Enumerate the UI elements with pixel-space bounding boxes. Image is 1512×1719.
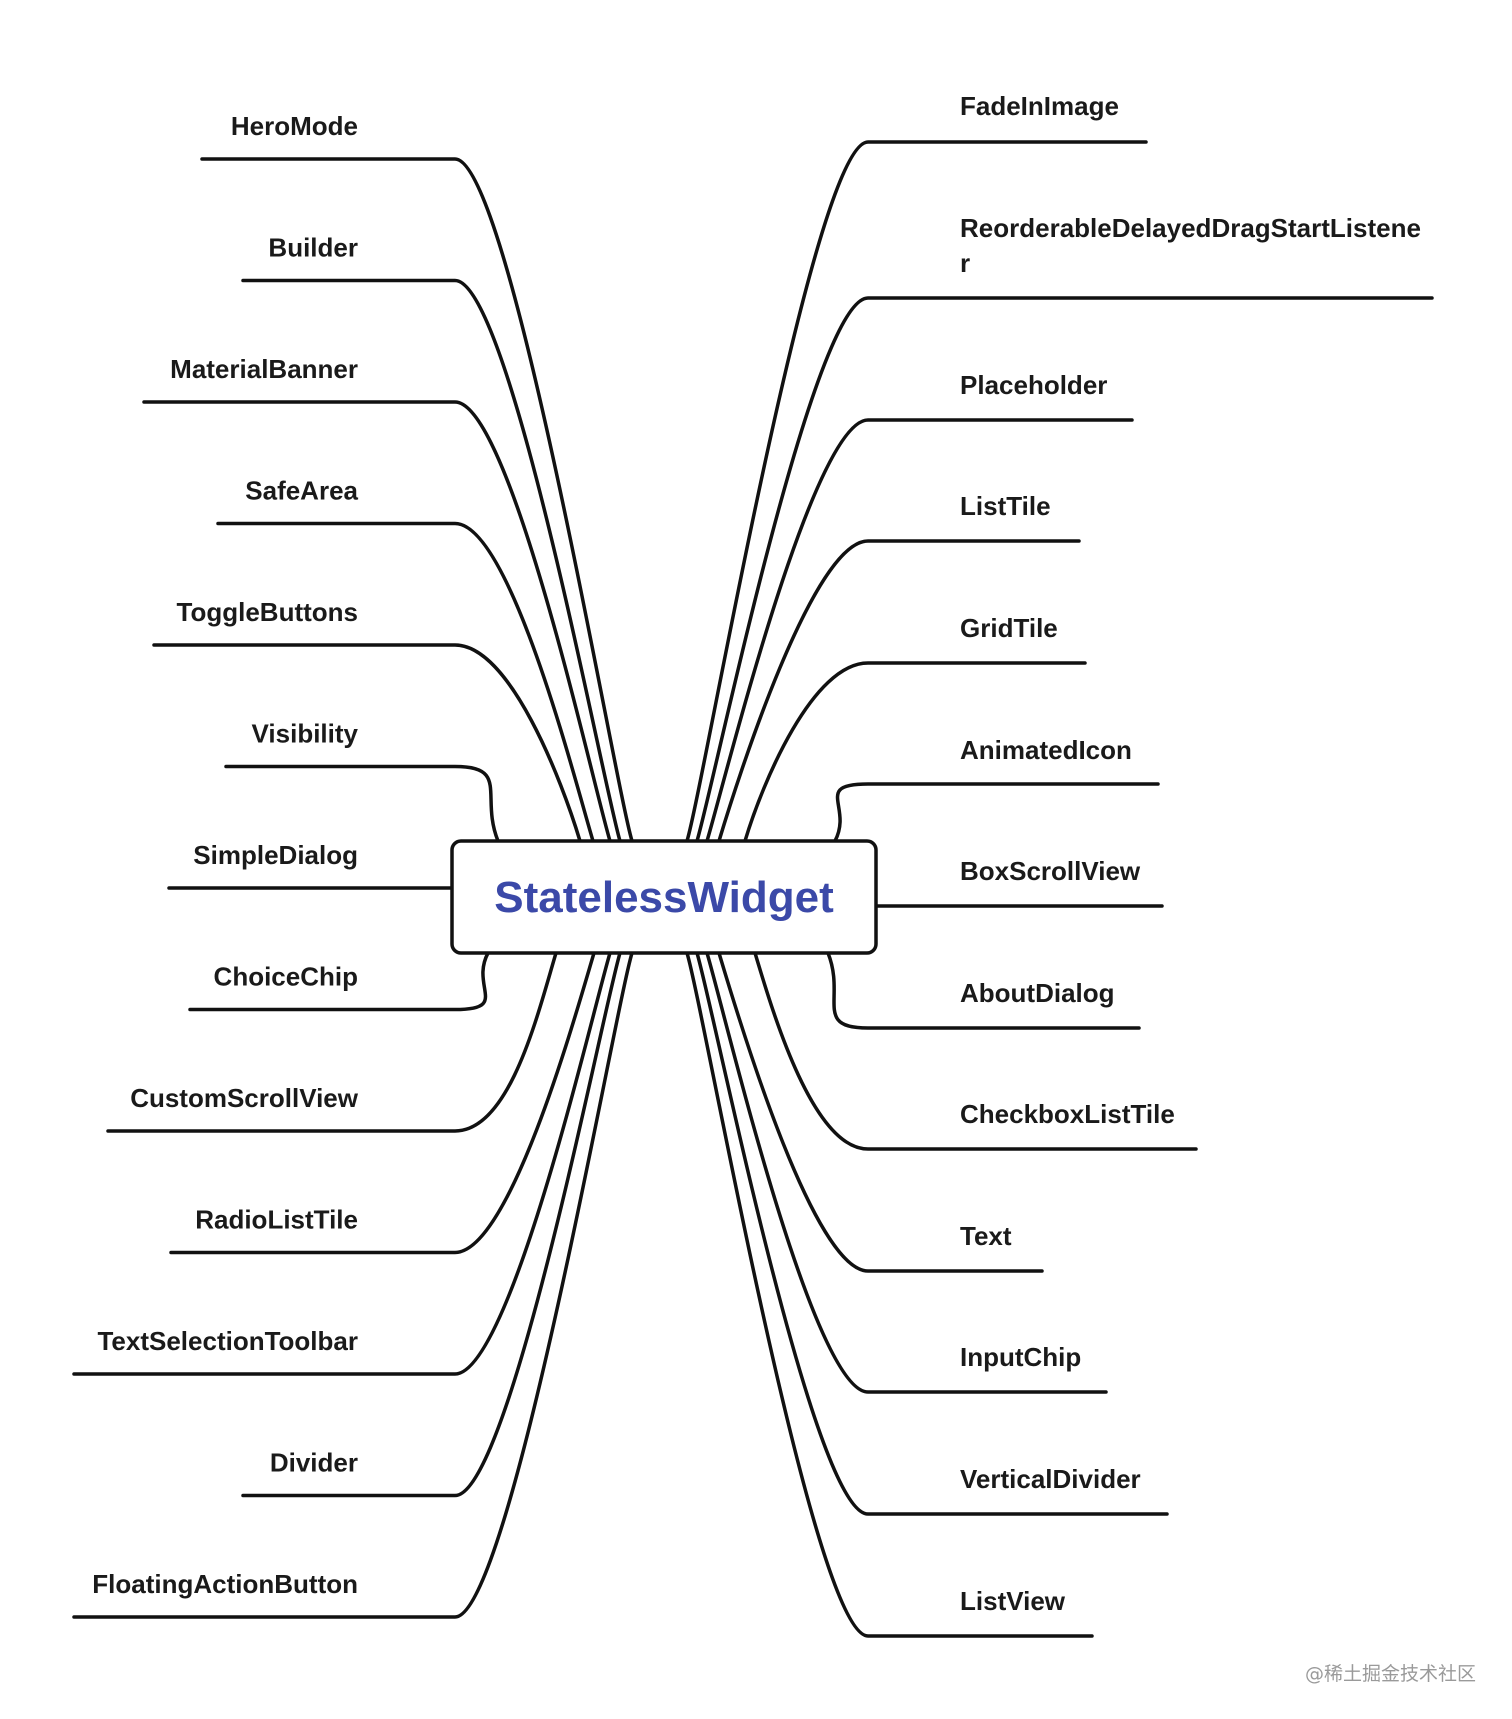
branch-line-divider	[241, 951, 622, 1498]
leaf-label-reorderabledelayeddragstartlistene: ReorderableDelayedDragStartListene	[960, 213, 1421, 243]
leaf-label-wrap-reorderabledelayeddragstartlistene: r	[960, 248, 970, 278]
leaf-label-textselectiontoolbar: TextSelectionToolbar	[97, 1326, 358, 1356]
center-node-label: StatelessWidget	[494, 873, 834, 922]
branch-line-togglebuttons	[152, 643, 582, 843]
leaf-label-heromode: HeroMode	[231, 111, 358, 141]
branch-line-fadeinimage	[685, 140, 1148, 843]
leaf-label-listtile: ListTile	[960, 491, 1051, 521]
branch-line-reorderabledelayeddragstartlistene	[695, 296, 1434, 843]
leaf-label-checkboxlisttile: CheckboxListTile	[960, 1099, 1175, 1129]
leaf-label-radiolisttile: RadioListTile	[195, 1205, 358, 1235]
leaf-label-togglebuttons: ToggleButtons	[177, 597, 358, 627]
leaf-label-animatedicon: AnimatedIcon	[960, 735, 1132, 765]
leaf-label-placeholder: Placeholder	[960, 370, 1107, 400]
branch-line-materialbanner	[142, 400, 612, 843]
leaf-nodes: HeroModeBuilderMaterialBannerSafeAreaTog…	[92, 91, 1421, 1616]
leaf-label-safearea: SafeArea	[245, 476, 358, 506]
branch-line-verticaldivider	[695, 951, 1169, 1516]
leaf-label-customscrollview: CustomScrollView	[130, 1083, 359, 1113]
leaf-label-choicechip: ChoiceChip	[214, 962, 358, 992]
branch-line-builder	[241, 278, 622, 843]
branch-line-floatingactionbutton	[72, 951, 634, 1619]
leaf-label-fadeinimage: FadeInImage	[960, 91, 1119, 121]
center-node-box	[450, 839, 878, 955]
leaf-label-divider: Divider	[270, 1448, 358, 1478]
branch-line-checkboxlisttile	[753, 951, 1198, 1151]
leaf-label-materialbanner: MaterialBanner	[170, 354, 358, 384]
leaf-label-boxscrollview: BoxScrollView	[960, 856, 1141, 886]
branch-line-heromode	[200, 157, 634, 843]
watermark-text: @稀土掘金技术社区	[1305, 1663, 1476, 1685]
branch-line-inputchip	[705, 951, 1108, 1394]
leaf-label-simpledialog: SimpleDialog	[193, 840, 358, 870]
leaf-label-verticaldivider: VerticalDivider	[960, 1464, 1141, 1494]
leaf-label-builder: Builder	[268, 233, 358, 263]
leaf-label-aboutdialog: AboutDialog	[960, 978, 1115, 1008]
branch-line-listview	[685, 951, 1094, 1638]
branch-line-animatedicon	[833, 782, 1160, 843]
leaf-label-gridtile: GridTile	[960, 613, 1058, 643]
branch-line-textselectiontoolbar	[72, 951, 612, 1376]
branch-line-safearea	[216, 521, 595, 843]
leaf-label-text: Text	[960, 1221, 1012, 1251]
branch-line-visibility	[224, 764, 500, 843]
leaf-label-inputchip: InputChip	[960, 1342, 1081, 1372]
branch-line-gridtile	[743, 661, 1087, 843]
branch-line-choicechip	[188, 951, 490, 1012]
branch-line-radiolisttile	[169, 951, 596, 1255]
branch-line-customscrollview	[106, 951, 558, 1133]
branch-line-text	[717, 951, 1044, 1273]
branch-line-listtile	[717, 539, 1081, 843]
center-node: StatelessWidget	[450, 839, 878, 955]
leaf-label-floatingactionbutton: FloatingActionButton	[92, 1569, 358, 1599]
leaf-label-listview: ListView	[960, 1586, 1066, 1616]
leaf-label-visibility: Visibility	[252, 719, 359, 749]
branch-line-placeholder	[705, 418, 1134, 843]
branch-line-aboutdialog	[826, 951, 1141, 1030]
branch-lines	[72, 140, 1434, 1638]
